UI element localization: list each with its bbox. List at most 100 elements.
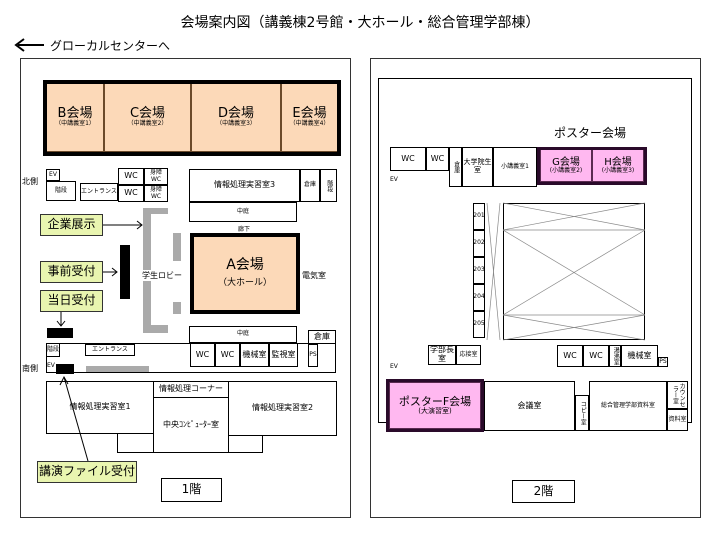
central-computer-room: 中央ｺﾝﾋﾟｭｰﾀｰ室 xyxy=(153,397,229,453)
electric-room: 電気室 xyxy=(302,271,326,280)
wc-access-1f-a: 身障WC xyxy=(144,168,168,185)
venue-gh-outline xyxy=(537,147,647,185)
label-pre-registration: 事前受付 xyxy=(40,261,103,283)
venue-poster-f-sub: (大演習室) xyxy=(418,406,452,415)
ev-1f-n: EV xyxy=(46,169,60,181)
venue-poster-f[interactable]: ポスターF会場(大演習室) xyxy=(389,382,481,429)
document-room: 資料室 xyxy=(667,409,688,431)
grad-room-203: 203 xyxy=(473,257,485,284)
grad-room-201: 201 xyxy=(473,203,485,230)
lab1: 情報処理実習室1 xyxy=(46,381,154,434)
ps-1f: PS xyxy=(308,344,318,367)
grad-room-204: 204 xyxy=(473,284,485,311)
machine-room-1f: 機械室 xyxy=(240,343,269,367)
venue-a-sub: （大ホール） xyxy=(217,278,272,289)
counseling-room: カウンセラー室 xyxy=(667,381,688,409)
lab3: 情報処理実習室3 xyxy=(189,169,300,202)
wc-1f-d: WC xyxy=(215,343,240,367)
stairs-1f-n: 階段 xyxy=(46,181,76,201)
label-onsite-registration: 当日受付 xyxy=(40,290,103,312)
venue-poster-f-outline xyxy=(386,379,484,432)
ps-2f: PS xyxy=(658,357,668,367)
lobby-bench xyxy=(86,366,149,372)
venue-c[interactable]: C会場（中講義室2） xyxy=(104,82,191,152)
label-exhibit: 企業展示 xyxy=(40,214,103,236)
entrance-1f-n: エントランス xyxy=(80,183,118,201)
janitor-room: 湯沸室 xyxy=(609,345,621,367)
venue-h-sub: (小講義室3) xyxy=(601,166,635,174)
grad-room: 大学院生室 xyxy=(462,147,493,187)
wc-1f-b: WC xyxy=(118,185,144,202)
copy-room: コピー室 xyxy=(575,395,589,431)
lobby-bench xyxy=(173,233,181,261)
venue-bde-outline xyxy=(43,80,341,156)
onsite-registration-desk xyxy=(47,328,73,338)
ev-1f-s: EV xyxy=(47,362,55,369)
venue-a-name: A会場 xyxy=(226,256,264,273)
wc-access-1f-b: 身障WC xyxy=(144,185,168,202)
dean-room: 学部長室 xyxy=(428,345,456,365)
meeting-room: 会議室 xyxy=(484,381,575,431)
storage-2f: 倉庫 xyxy=(449,147,462,187)
north-label: 北側 xyxy=(22,177,38,186)
floor1-map xyxy=(20,58,351,518)
south-label: 南側 xyxy=(22,364,38,373)
venue-b-sub: （中講義室1） xyxy=(55,119,95,127)
glocal-center-link[interactable]: グローカルセンターへ xyxy=(12,37,212,53)
wc-2f-d: WC xyxy=(583,345,609,367)
atrium xyxy=(503,203,645,340)
label-file-registration: 講演ファイル受付 xyxy=(37,461,137,483)
venue-c-name: C会場 xyxy=(129,105,166,121)
venue-a[interactable]: A会場 （大ホール） xyxy=(192,235,298,312)
info-corner: 情報処理コーナー xyxy=(153,381,229,398)
grad-room-202: 202 xyxy=(473,230,485,257)
corridor-label: 廊下 xyxy=(238,226,251,233)
storage-1f: 倉庫 xyxy=(300,169,320,202)
grad-room-205: 205 xyxy=(473,311,485,338)
courtyard-1f-n: 中庭 xyxy=(189,202,297,222)
wc-2f-a: WC xyxy=(390,147,426,171)
storage-1f-s: 倉庫 xyxy=(308,330,336,344)
stairs-1f-s: 階段 xyxy=(46,343,60,357)
arrow-left-icon xyxy=(14,38,44,52)
wc-1f-a: WC xyxy=(118,168,144,185)
venue-poster-f-name: ポスターF会場 xyxy=(398,394,472,408)
floor1-label: 1階 xyxy=(161,478,222,502)
glocal-center-label: グローカルセンターへ xyxy=(50,38,171,53)
small-lecture-1: 小講義室1 xyxy=(493,147,537,187)
wc-1f-c: WC xyxy=(190,343,215,367)
prep-room xyxy=(117,433,154,453)
ev-2f-s: EV xyxy=(390,363,398,370)
pre-registration-desk xyxy=(120,245,130,299)
student-lobby: 学生ロビー xyxy=(142,270,182,281)
venue-g-name: G会場 xyxy=(552,156,580,168)
venue-b-name: B会場 xyxy=(57,105,93,121)
faculty-library: 総合管理学部資料室 xyxy=(589,381,667,431)
venue-e-name: E会場 xyxy=(292,105,327,121)
venue-g[interactable]: G会場(小講義室2) xyxy=(540,149,592,182)
floor2-label: 2階 xyxy=(512,480,575,503)
page-title: 会場案内図（講義棟2号館・大ホール・総合管理学部棟） xyxy=(180,15,540,32)
venue-h-name: H会場 xyxy=(604,156,632,168)
venue-e-sub: （中講義室4） xyxy=(289,119,330,127)
venue-a-outline xyxy=(190,233,300,314)
wc-2f-b: WC xyxy=(426,147,449,171)
machine-room-2f: 機械室 xyxy=(621,345,658,367)
lobby-bench xyxy=(143,208,168,214)
prep-room xyxy=(228,435,263,453)
entrance-1f-s: エントランス xyxy=(85,344,135,356)
monitor-room: 監視室 xyxy=(269,343,298,367)
lab2: 情報処理実習室2 xyxy=(228,381,337,436)
poster-venue-title: ポスター会場 xyxy=(553,126,626,141)
venue-d-name: D会場 xyxy=(217,105,254,121)
venue-c-sub: （中講義室2） xyxy=(127,119,168,127)
courtyard-1f-s: 中庭 xyxy=(189,326,297,343)
ev-2f-n: EV xyxy=(390,176,398,183)
floor2-map xyxy=(370,58,701,518)
lobby-bench xyxy=(143,325,168,333)
venue-g-sub: (小講義室2) xyxy=(549,166,583,174)
reception-room: 応接室 xyxy=(456,345,481,365)
lobby-bench xyxy=(173,302,181,314)
venue-h[interactable]: H会場(小講義室3) xyxy=(592,149,644,182)
file-registration-desk xyxy=(56,364,74,374)
